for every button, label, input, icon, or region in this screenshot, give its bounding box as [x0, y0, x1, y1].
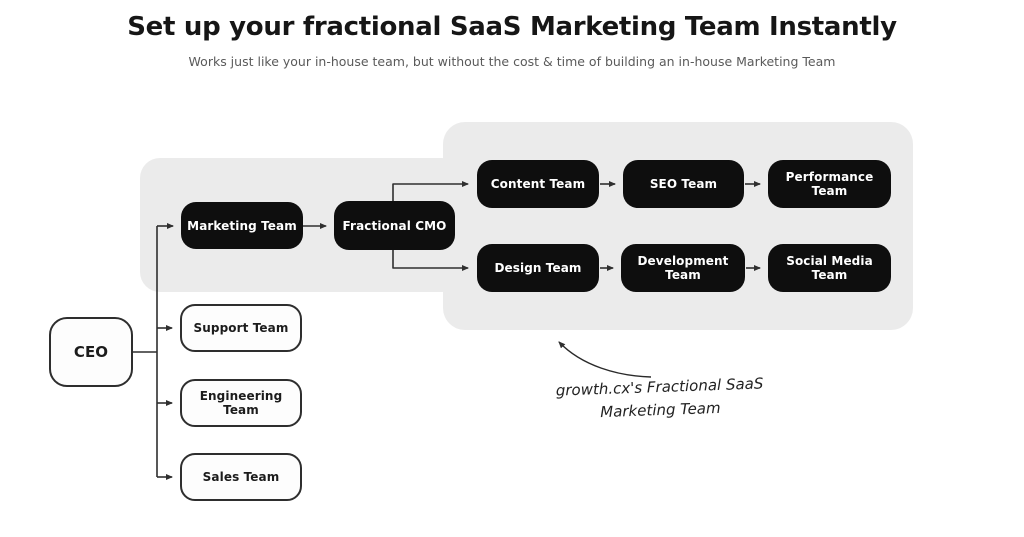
- node-engineering-team-label: Engineering Team: [199, 389, 283, 417]
- page-title: Set up your fractional SaaS Marketing Te…: [127, 12, 897, 42]
- node-content-team: Content Team: [477, 160, 599, 208]
- node-performance-team: Performance Team: [768, 160, 891, 208]
- node-fractional-cmo-label: Fractional CMO: [342, 218, 447, 233]
- node-design-team-label: Design Team: [494, 261, 582, 275]
- annotation-text: growth.cx's Fractional SaaS Marketing Te…: [539, 372, 780, 427]
- fractional-saas-team-panel: [443, 122, 913, 330]
- node-design-team: Design Team: [477, 244, 599, 292]
- node-engineering-team: Engineering Team: [180, 379, 302, 427]
- node-development-team: Development Team: [621, 244, 745, 292]
- node-support-team-label: Support Team: [193, 321, 289, 335]
- node-performance-team-label: Performance Team: [785, 170, 874, 198]
- node-seo-team: SEO Team: [623, 160, 744, 208]
- node-sales-team: Sales Team: [180, 453, 302, 501]
- node-support-team: Support Team: [180, 304, 302, 352]
- node-sales-team-label: Sales Team: [202, 470, 280, 484]
- page-subtitle: Works just like your in-house team, but …: [188, 54, 836, 69]
- node-content-team-label: Content Team: [490, 177, 586, 191]
- node-social-media-team: Social Media Team: [768, 244, 891, 292]
- node-seo-team-label: SEO Team: [649, 177, 718, 191]
- node-fractional-cmo: Fractional CMO: [334, 201, 455, 250]
- annotation-arrow: [558, 341, 652, 378]
- node-development-team-label: Development Team: [637, 254, 729, 282]
- node-marketing-team: Marketing Team: [181, 202, 303, 249]
- node-ceo-label: CEO: [73, 343, 109, 361]
- node-marketing-team-label: Marketing Team: [187, 218, 297, 233]
- header: Set up your fractional SaaS Marketing Te…: [0, 0, 1024, 69]
- node-ceo: CEO: [49, 317, 133, 387]
- node-social-media-team-label: Social Media Team: [786, 254, 873, 282]
